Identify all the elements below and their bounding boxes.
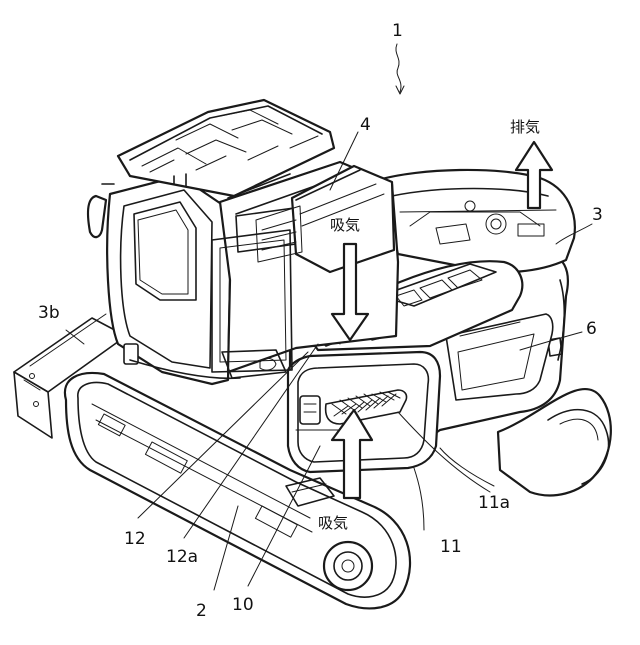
label-ref-4: 4 <box>360 115 371 135</box>
label-ref-12: 12 <box>124 529 146 549</box>
label-ref-6: 6 <box>586 319 597 339</box>
exhaust-label: 排気 <box>510 118 540 136</box>
intake-label-top: 吸気 <box>330 216 360 234</box>
label-ref-11a: 11a <box>478 493 510 513</box>
label-ref-2: 2 <box>196 601 207 621</box>
label-ref-3: 3 <box>592 205 603 225</box>
operator-cab <box>88 100 398 384</box>
label-ref-3b: 3b <box>38 303 60 323</box>
label-ref-12a: 12a <box>166 547 198 567</box>
label-ref-1: 1 <box>392 21 403 41</box>
intake-label-bottom: 吸気 <box>318 514 348 532</box>
label-ref-10: 10 <box>232 595 254 615</box>
label-ref-11: 11 <box>440 537 462 557</box>
